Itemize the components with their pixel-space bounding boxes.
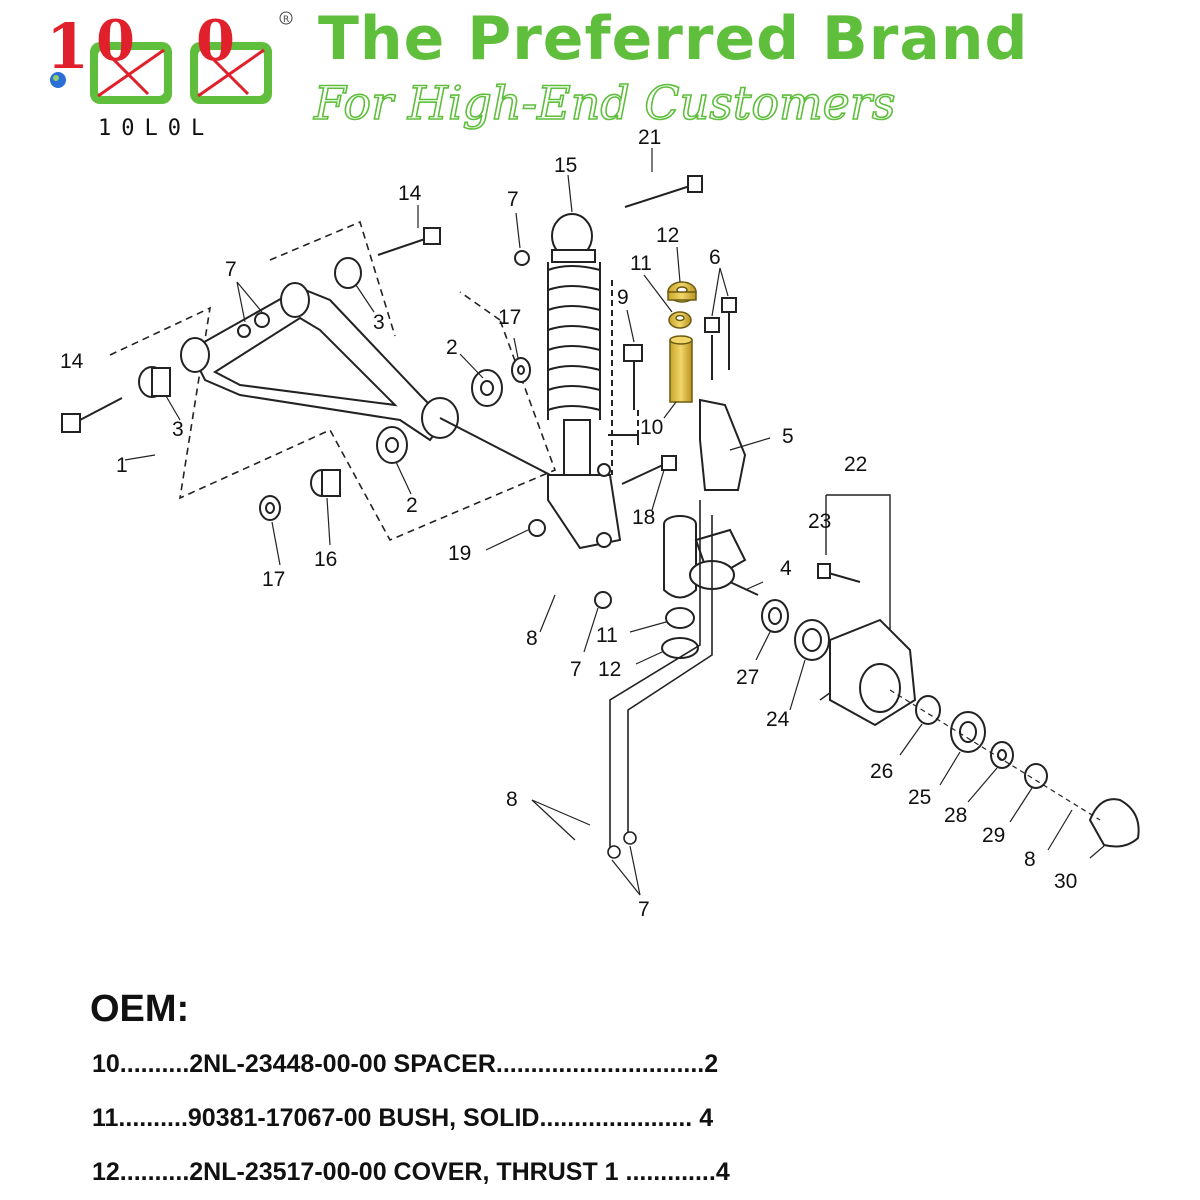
tie-rod-outline bbox=[607, 500, 713, 859]
callout-6: 6 bbox=[709, 246, 721, 269]
a-arm-group-outline bbox=[109, 220, 557, 542]
arm-bushings bbox=[138, 257, 531, 521]
callout-18: 18 bbox=[632, 506, 655, 529]
highlighted-parts bbox=[667, 281, 697, 403]
steering-knuckle bbox=[528, 280, 759, 659]
callout-15: 15 bbox=[554, 154, 577, 177]
brand-logo: 1 0 0 R bbox=[46, 8, 293, 104]
callout-2: 2 bbox=[406, 494, 418, 517]
callout-7: 7 bbox=[225, 258, 237, 281]
callout-7: 7 bbox=[507, 188, 519, 211]
callout-21: 21 bbox=[638, 126, 661, 149]
callout-4: 4 bbox=[780, 557, 792, 580]
callout-17: 17 bbox=[262, 568, 285, 591]
oem-part-line: 10..........2NL-23448-00-00 SPACER......… bbox=[92, 1050, 719, 1078]
callout-25: 25 bbox=[908, 786, 931, 809]
svg-text:R: R bbox=[283, 15, 289, 25]
svg-text:0: 0 bbox=[196, 8, 235, 74]
callout-28: 28 bbox=[944, 804, 967, 827]
oem-part-line: 11..........90381-17067-00 BUSH, SOLID..… bbox=[92, 1104, 714, 1132]
callout-1: 1 bbox=[116, 454, 128, 477]
oem-heading: OEM: bbox=[90, 988, 190, 1030]
hub-assembly bbox=[761, 494, 1140, 848]
callout-17: 17 bbox=[498, 306, 521, 329]
exploded-parts-diagram: 14 21 15 7 7 12 11 6 9 10 5 3 3 2 2 17 1… bbox=[60, 126, 1140, 921]
callout-8: 8 bbox=[1024, 848, 1036, 871]
callout-2: 2 bbox=[446, 336, 458, 359]
callout-10: 10 bbox=[640, 416, 663, 439]
callout-3: 3 bbox=[373, 311, 385, 334]
callout-27: 27 bbox=[736, 666, 759, 689]
callout-19: 19 bbox=[448, 542, 471, 565]
callout-29: 29 bbox=[982, 824, 1005, 847]
callout-24: 24 bbox=[766, 708, 790, 731]
svg-text:0: 0 bbox=[96, 8, 135, 74]
callout-5: 5 bbox=[782, 425, 794, 448]
leader-lines bbox=[124, 148, 1105, 896]
callout-26: 26 bbox=[870, 760, 893, 783]
callout-12: 12 bbox=[656, 224, 679, 247]
callout-11: 11 bbox=[630, 252, 652, 275]
brand-title: The Preferred Brand bbox=[318, 4, 1029, 74]
callout-7: 7 bbox=[638, 898, 650, 921]
brand-tagline: For High-End Customers bbox=[313, 75, 896, 131]
callout-3: 3 bbox=[172, 418, 184, 441]
pivot-bolts bbox=[61, 227, 441, 433]
shock-absorber bbox=[514, 175, 703, 550]
callout-30: 30 bbox=[1054, 870, 1077, 893]
callout-9: 9 bbox=[617, 286, 629, 309]
callout-8: 8 bbox=[526, 627, 538, 650]
callout-22: 22 bbox=[844, 453, 867, 476]
callout-8: 8 bbox=[506, 788, 518, 811]
callout-7: 7 bbox=[570, 658, 582, 681]
callout-11: 11 bbox=[596, 624, 618, 647]
oem-part-line: 12..........2NL-23517-00-00 COVER, THRUS… bbox=[92, 1158, 730, 1186]
callout-14: 14 bbox=[60, 350, 84, 373]
callout-12: 12 bbox=[598, 658, 621, 681]
logo-text: 10L0L bbox=[98, 116, 215, 141]
callout-16: 16 bbox=[314, 548, 337, 571]
callout-14: 14 bbox=[398, 182, 422, 205]
callout-23: 23 bbox=[808, 510, 831, 533]
oem-part-list: 10..........2NL-23448-00-00 SPACER......… bbox=[92, 1050, 730, 1200]
lower-a-arm bbox=[180, 282, 561, 481]
svg-text:1: 1 bbox=[46, 10, 89, 83]
part-callouts: 14 21 15 7 7 12 11 6 9 10 5 3 3 2 2 17 1… bbox=[60, 126, 1077, 921]
